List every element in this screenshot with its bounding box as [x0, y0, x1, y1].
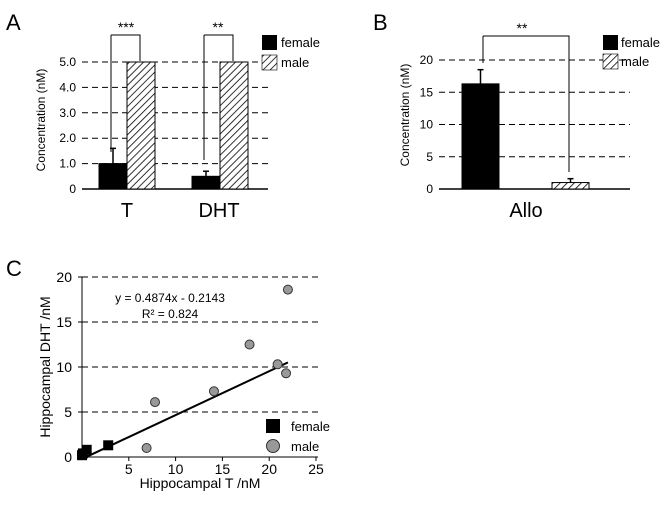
chart-b-ytick-label: 0: [426, 182, 433, 196]
chart-c-legend-female-swatch: [266, 419, 280, 433]
chart-a-ylabel: Concentration (nM): [34, 69, 48, 172]
chart-b-y-ticks: 0 5 10 15 20: [420, 53, 434, 196]
chart-c-point-female: [103, 440, 114, 451]
chart-c-xtick-label: 10: [168, 461, 184, 477]
chart-b-ytick-label: 15: [420, 85, 434, 99]
chart-b-ylabel: Concentration (nM): [398, 64, 412, 167]
chart-a-bracket-dht: [203, 34, 234, 160]
chart-a-category-t: T: [121, 200, 133, 222]
chart-c-xtick-label: 15: [215, 461, 231, 477]
chart-c-xtick-label: 25: [308, 461, 324, 477]
chart-c-ticks: 0 5 10 15 20 5 10 15 20 25: [56, 269, 324, 477]
chart-b-ytick-label: 5: [426, 150, 433, 164]
chart-a-ytick-label: 4.0: [59, 80, 76, 94]
panel-label-b: B: [373, 10, 388, 35]
chart-c-ytick-label: 0: [64, 449, 72, 465]
chart-c-ytick-label: 20: [56, 269, 72, 285]
chart-b-ytick-label: 20: [420, 53, 434, 67]
chart-c-legend-male-swatch: [266, 439, 280, 453]
chart-a: 0 1.0 2.0 3.0 4.0 5.0 Concentration (nM) T DH…: [34, 19, 320, 222]
chart-b-bar: [551, 182, 590, 190]
chart-b-category-allo: Allo: [509, 200, 542, 222]
chart-b-ytick-label: 10: [420, 118, 434, 132]
chart-b: 0 5 10 15 20 Concentration (nM) Allo ** fema…: [398, 20, 660, 222]
chart-a-y-ticks: 0 1.0 2.0 3.0 4.0 5.0: [59, 55, 76, 196]
chart-b-legend-female: female: [621, 35, 660, 50]
chart-a-bracket-t: [110, 34, 141, 152]
chart-a-bar: [126, 61, 156, 190]
chart-a-category-dht: DHT: [198, 200, 239, 222]
chart-c-point-male: [281, 368, 292, 379]
chart-b-bars: [461, 68, 590, 190]
panel-label-c: C: [6, 256, 22, 281]
chart-b-legend-male: male: [621, 54, 649, 69]
chart-a-bar: [98, 163, 128, 190]
chart-a-legend-male-swatch: [261, 54, 278, 71]
chart-b-significance: **: [517, 20, 528, 36]
chart-b-bar: [461, 83, 500, 190]
chart-a-bar: [219, 61, 249, 190]
chart-a-ytick-label: 0: [69, 182, 76, 196]
chart-a-ytick-label: 5.0: [59, 55, 76, 69]
chart-a-significance-dht: **: [213, 19, 224, 35]
chart-a-significance-t: ***: [118, 19, 135, 35]
chart-c-point-male: [208, 386, 219, 397]
chart-c-points: [77, 284, 293, 461]
chart-c-ytick-label: 15: [56, 314, 72, 330]
chart-c: 0 5 10 15 20 5 10 15 20 25 Hippocampal DHT /nM Hi…: [37, 269, 330, 491]
chart-a-ytick-label: 2.0: [59, 131, 76, 145]
chart-c-ytick-label: 5: [64, 404, 72, 420]
chart-c-xtick-label: 20: [261, 461, 277, 477]
chart-a-legend-female-swatch: [262, 35, 277, 50]
chart-b-bracket: [482, 35, 570, 172]
chart-a-ytick-label: 3.0: [59, 106, 76, 120]
panel-label-a: A: [6, 10, 21, 35]
chart-c-point-male: [150, 397, 161, 408]
chart-c-trendline: [81, 361, 289, 460]
chart-c-ylabel: Hippocampal DHT /nM: [37, 296, 53, 437]
chart-c-legend-female: female: [291, 419, 330, 434]
chart-c-xlabel: Hippocampal T /nM: [140, 475, 261, 491]
chart-a-ytick-label: 1.0: [59, 157, 76, 171]
chart-a-legend-female: female: [281, 35, 320, 50]
chart-c-r-squared: R² = 0.824: [142, 307, 199, 321]
chart-c-point-male: [141, 443, 152, 453]
chart-c-legend-male: male: [291, 439, 319, 454]
chart-a-legend-male: male: [281, 55, 309, 70]
chart-b-legend-male-swatch: [602, 53, 619, 70]
chart-b-legend-female-swatch: [603, 35, 618, 50]
chart-c-point-male: [282, 284, 293, 295]
chart-a-bar: [191, 175, 221, 190]
chart-c-ytick-label: 10: [56, 359, 72, 375]
chart-c-trendline-path: [81, 361, 289, 460]
chart-c-equation: y = 0.4874x - 0.2143: [115, 291, 225, 305]
chart-c-point-male: [244, 339, 255, 350]
chart-a-bars: [98, 61, 249, 190]
chart-c-xtick-label: 5: [125, 461, 133, 477]
chart-c-point-male: [272, 359, 283, 370]
chart-c-point-female: [81, 444, 92, 455]
